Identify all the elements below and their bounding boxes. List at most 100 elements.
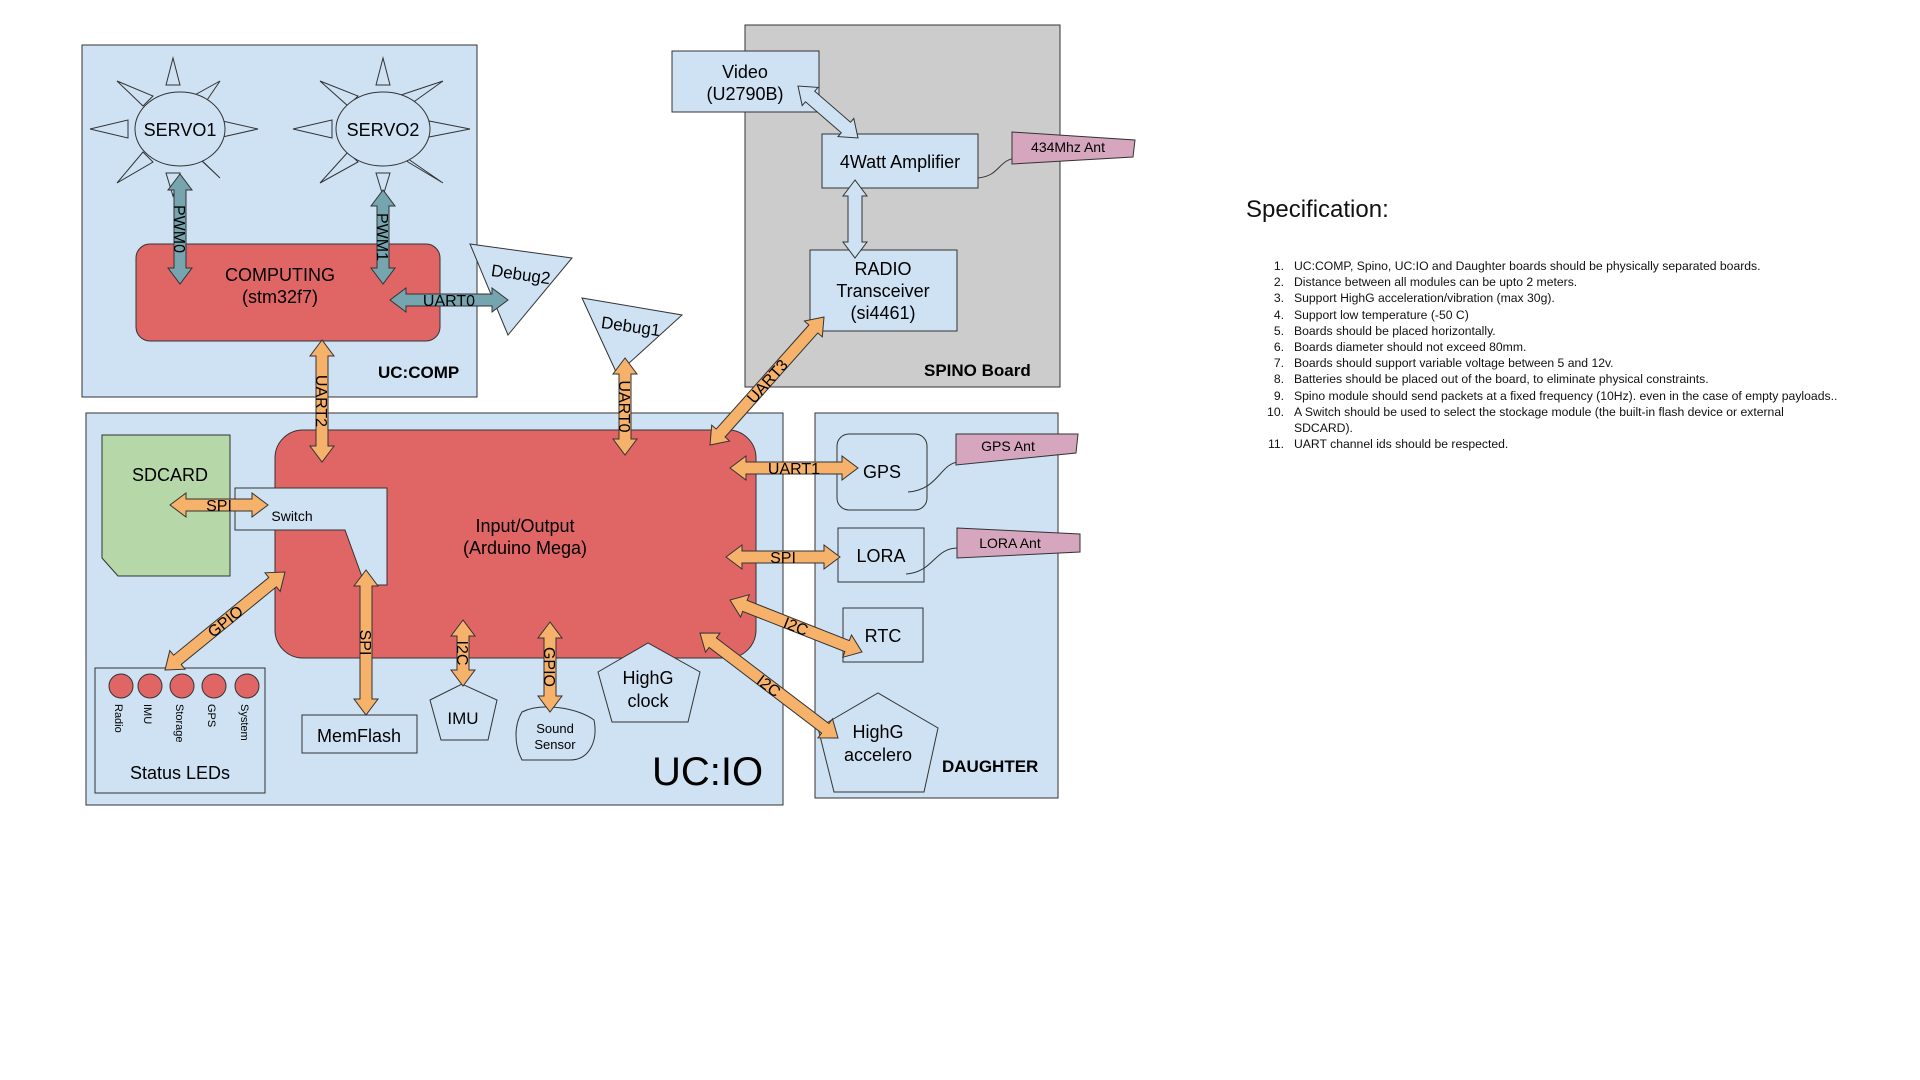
specification-item-text: Boards should support variable voltage b… xyxy=(1294,356,1614,371)
video-amp-arrow xyxy=(797,85,859,139)
io-label: Input/Output xyxy=(475,516,574,536)
specification-item-text: UART channel ids should be respected. xyxy=(1294,437,1509,452)
spi-sd-label: SPI xyxy=(206,498,232,515)
specification-item-text: Distance between all modules can be upto… xyxy=(1294,275,1578,290)
specification-item-number: 5. xyxy=(1273,323,1284,338)
i2c-imu-label: I2C xyxy=(453,641,470,666)
memflash-label: MemFlash xyxy=(317,726,401,746)
specification-item: 4. Support low temperature (-50 C) xyxy=(1246,307,1846,323)
memflash-block xyxy=(301,714,418,754)
gpio-leds-arrow xyxy=(164,571,286,671)
highg-clock-sublabel: clock xyxy=(627,691,669,711)
specification-item: 2.Distance between all modules can be up… xyxy=(1246,274,1846,290)
highg-accel-shape xyxy=(817,692,939,793)
specification-item: 7. Boards should support variable voltage… xyxy=(1246,355,1846,371)
radio-sublabel-2: (si4461) xyxy=(850,303,915,323)
specification-item: 3.Support HighG acceleration/vibration (… xyxy=(1246,290,1846,306)
i2c-imu-arrow xyxy=(450,619,476,687)
specification-item-text: Boards diameter should not exceed 80mm. xyxy=(1294,340,1527,355)
specification-item-number: 1. xyxy=(1273,259,1284,273)
io-block xyxy=(274,429,757,659)
radio-sublabel-1: Transceiver xyxy=(836,281,929,301)
sdcard-block xyxy=(101,434,231,577)
specification-item: 11.UART channel ids should be respected. xyxy=(1246,436,1846,452)
amplifier-block xyxy=(821,133,979,189)
highg-clock-label: HighG xyxy=(622,668,673,688)
specification-item-number: 8. xyxy=(1273,372,1284,387)
led-label-radio: Radio xyxy=(112,704,124,733)
uart1-label: UART1 xyxy=(768,461,820,478)
spi-lora-label: SPI xyxy=(770,550,796,567)
pwm1-arrow xyxy=(370,189,396,285)
led-label-imu: IMU xyxy=(141,704,153,724)
specification-panel: Specification: 1. UC:COMP, Spino, UC:IO a… xyxy=(1246,196,1846,452)
gpio-sound-label: GPIO xyxy=(540,647,557,687)
specification-list: 1. UC:COMP, Spino, UC:IO and Daughter boa… xyxy=(1246,258,1846,452)
video-label: Video xyxy=(722,62,768,82)
specification-item-text: Support low temperature (-50 C) xyxy=(1294,307,1469,322)
specification-item-text: Spino module should send packets at a fi… xyxy=(1294,388,1838,403)
status-leds-label: Status LEDs xyxy=(130,763,230,783)
board-title-daughter: DAUGHTER xyxy=(942,757,1038,776)
video-sublabel: (U2790B) xyxy=(706,84,783,104)
computing-block xyxy=(135,243,441,342)
amp-radio-arrow xyxy=(842,179,868,259)
pwm1-label: PWM1 xyxy=(373,213,390,261)
sdcard-label: SDCARD xyxy=(132,465,208,485)
gps-label: GPS xyxy=(863,462,901,482)
radio-label: RADIO xyxy=(854,259,911,279)
led-radio xyxy=(108,673,134,699)
lora-ant-label: LORA Ant xyxy=(979,535,1041,551)
uart1-arrow xyxy=(729,455,859,481)
led-list: Radio IMU Storage GPS System xyxy=(108,673,260,743)
uart0-io-arrow xyxy=(612,357,638,456)
led-label-gps: GPS xyxy=(205,704,217,727)
servo2-label: SERVO2 xyxy=(347,120,420,140)
specification-item-number: 10. xyxy=(1267,404,1284,419)
specification-item-text: UC:COMP, Spino, UC:IO and Daughter board… xyxy=(1294,259,1761,273)
specification-item-text: A Switch should be used to select the st… xyxy=(1294,404,1784,436)
specification-item-number: 4. xyxy=(1273,307,1284,322)
led-label-system: System xyxy=(238,704,250,741)
specification-item: 10. A Switch should be used to select the… xyxy=(1246,404,1846,436)
ant434-label: 434Mhz Ant xyxy=(1031,139,1105,155)
specification-item-number: 6. xyxy=(1273,340,1284,355)
rtc-label: RTC xyxy=(865,626,902,646)
spi-sd-arrow xyxy=(169,492,269,518)
pwm0-label: PWM0 xyxy=(170,205,187,253)
specification-item-text: Batteries should be placed out of the bo… xyxy=(1294,372,1709,387)
pwm0-arrow xyxy=(167,173,193,285)
led-gps xyxy=(201,673,227,699)
gpio-sound-arrow xyxy=(537,621,563,713)
spi-mem-label: SPI xyxy=(356,630,373,656)
specification-item-text: Boards should be placed horizontally. xyxy=(1294,323,1496,338)
imu-shape xyxy=(429,683,498,741)
led-label-storage: Storage xyxy=(173,704,185,743)
sound-sublabel: Sensor xyxy=(534,737,576,752)
lora-ant-wire xyxy=(905,547,959,575)
uart2-label: UART2 xyxy=(312,375,329,427)
uart2-arrow xyxy=(309,339,335,463)
lora-ant-shape xyxy=(956,527,1081,559)
servo1-label: SERVO1 xyxy=(144,120,217,140)
specification-item: 6. Boards diameter should not exceed 80mm… xyxy=(1246,339,1846,355)
gps-ant-shape xyxy=(955,433,1079,466)
specification-item-number: 7. xyxy=(1273,356,1284,371)
highg-clock-shape xyxy=(597,642,701,723)
debug1-shape xyxy=(581,297,684,375)
specification-item: 5. Boards should be placed horizontally. xyxy=(1246,323,1846,339)
specification-item-number: 3. xyxy=(1273,291,1284,306)
uart0-comp-arrow xyxy=(389,287,509,313)
specification-title: Specification: xyxy=(1246,196,1389,223)
radio-block xyxy=(809,249,958,332)
led-system xyxy=(234,673,260,699)
debug2-shape xyxy=(469,243,573,336)
gps-ant-wire xyxy=(907,461,959,493)
link-arrows xyxy=(164,85,868,739)
spi-mem-arrow xyxy=(353,569,379,716)
specification-item: 8. Batteries should be placed out of the … xyxy=(1246,371,1846,387)
highg-accel-sublabel: accelero xyxy=(844,745,912,765)
imu-label: IMU xyxy=(447,709,478,728)
specification-item-number: 9. xyxy=(1273,388,1284,403)
